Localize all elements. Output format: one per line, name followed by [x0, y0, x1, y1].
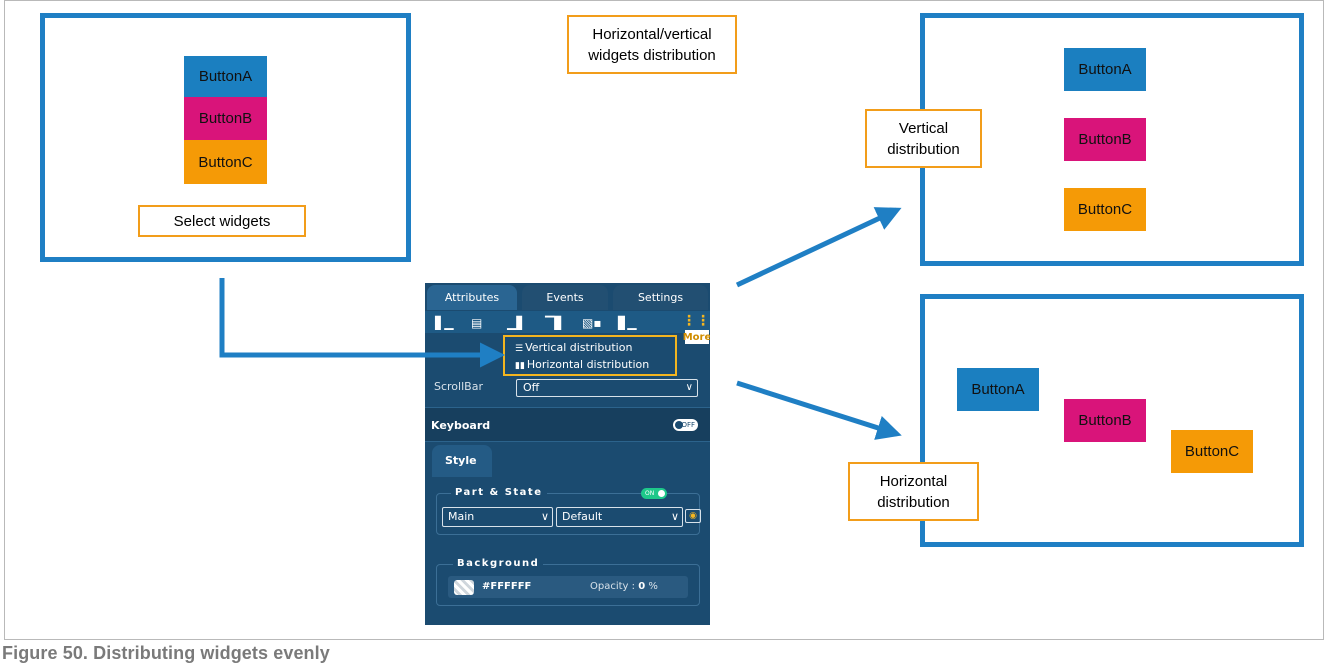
- to-horizontal-arrow: [736, 380, 902, 440]
- chevron-down-icon: ∨: [670, 510, 679, 523]
- vertical-button-c[interactable]: ButtonC: [1064, 188, 1146, 231]
- horizontal-button-a[interactable]: ButtonA: [957, 368, 1039, 411]
- eye-icon[interactable]: ◉: [685, 509, 701, 523]
- scrollbar-label: ScrollBar: [434, 380, 483, 393]
- chevron-down-icon: ∨: [540, 510, 549, 523]
- button-c[interactable]: ButtonC: [184, 140, 267, 184]
- menu-vertical-distribution[interactable]: ☰Vertical distribution: [515, 341, 632, 354]
- align-center-icon[interactable]: ▤: [471, 316, 483, 330]
- menu-vertical-distribution-label: Vertical distribution: [525, 341, 633, 354]
- vertical-distribution-icon: ☰: [515, 344, 524, 354]
- part-state-group: [436, 493, 700, 535]
- button-b[interactable]: ButtonB: [184, 97, 267, 140]
- background-group: [436, 564, 700, 606]
- more-grid-icon[interactable]: ⋮⋮⋮: [682, 313, 710, 329]
- vertical-button-a[interactable]: ButtonA: [1064, 48, 1146, 91]
- state-value: Default: [562, 510, 603, 523]
- part-state-toggle[interactable]: ON: [641, 488, 667, 499]
- background-row[interactable]: [448, 576, 688, 598]
- part-select[interactable]: Main ∨: [442, 507, 553, 527]
- color-swatch[interactable]: [454, 580, 474, 595]
- button-a[interactable]: ButtonA: [184, 56, 267, 97]
- align-middle-icon[interactable]: ▧▪: [582, 316, 602, 330]
- align-bottom-icon[interactable]: ▊▁: [618, 316, 637, 330]
- state-select[interactable]: Default ∨: [556, 507, 683, 527]
- horizontal-button-b[interactable]: ButtonB: [1064, 399, 1146, 442]
- keyboard-section: [425, 407, 710, 442]
- tab-settings[interactable]: Settings: [613, 285, 708, 310]
- editor-panel: Attributes Events Settings ▋▁ ▤ ▁▋ ▔▊ ▧▪…: [425, 283, 710, 625]
- title-callout: Horizontal/vertical widgets distribution: [567, 15, 737, 74]
- scrollbar-select[interactable]: Off ∨: [516, 379, 698, 397]
- distribution-menu: ☰Vertical distribution ▮▮Horizontal dist…: [503, 335, 677, 376]
- horizontal-button-c[interactable]: ButtonC: [1171, 430, 1253, 473]
- scrollbar-value: Off: [523, 381, 540, 394]
- select-to-menu-arrow: [219, 278, 505, 368]
- chevron-down-icon: ∨: [685, 382, 693, 393]
- horizontal-distribution-callout: Horizontal distribution: [848, 462, 979, 521]
- vertical-button-b[interactable]: ButtonB: [1064, 118, 1146, 161]
- align-top-icon[interactable]: ▔▊: [545, 316, 564, 330]
- align-left-icon[interactable]: ▋▁: [435, 316, 454, 330]
- opacity-label: Opacity :: [590, 581, 636, 592]
- menu-horizontal-distribution-label: Horizontal distribution: [526, 358, 650, 371]
- vertical-distribution-callout: Vertical distribution: [865, 109, 982, 168]
- part-state-legend: Part & State: [451, 487, 547, 498]
- keyboard-label: Keyboard: [431, 419, 491, 432]
- background-legend: Background: [453, 558, 544, 569]
- align-right-icon[interactable]: ▁▋: [507, 316, 526, 330]
- select-widgets-callout: Select widgets: [138, 205, 306, 237]
- to-vertical-arrow: [735, 207, 902, 288]
- figure-frame: [4, 0, 1324, 640]
- tab-attributes[interactable]: Attributes: [427, 285, 517, 310]
- alignment-toolbar: [425, 311, 710, 333]
- figure-caption: Figure 50. Distributing widgets evenly: [2, 643, 330, 663]
- background-color-value: #FFFFFF: [482, 581, 532, 592]
- tab-style[interactable]: Style: [432, 445, 492, 477]
- part-value: Main: [448, 510, 475, 523]
- opacity-unit: %: [648, 581, 658, 592]
- tab-events[interactable]: Events: [522, 285, 608, 310]
- menu-horizontal-distribution[interactable]: ▮▮Horizontal distribution: [515, 358, 649, 371]
- opacity-value: 0: [638, 581, 646, 592]
- opacity-readout: Opacity : 0 %: [590, 581, 658, 592]
- keyboard-toggle[interactable]: OFF: [673, 419, 698, 431]
- horizontal-distribution-icon: ▮▮: [515, 361, 525, 371]
- more-label: More: [682, 330, 710, 344]
